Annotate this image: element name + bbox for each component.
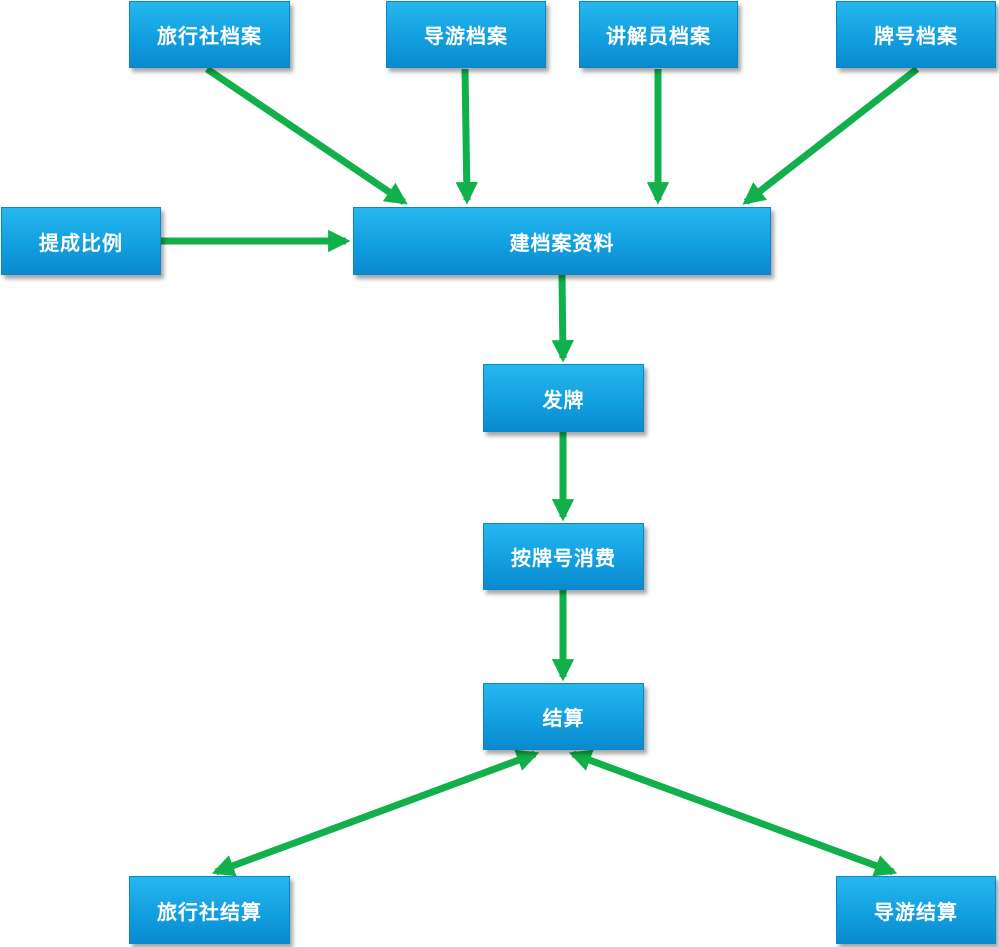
- node-commission-ratio: 提成比例: [1, 207, 161, 275]
- node-agency-settlement: 旅行社结算: [129, 876, 290, 944]
- node-guide-settlement: 导游结算: [836, 876, 996, 944]
- node-agency-archive: 旅行社档案: [129, 1, 290, 68]
- arrow-settle-agency-settlement: [211, 749, 540, 877]
- node-issue-plate: 发牌: [483, 364, 644, 432]
- arrow-build-to-issue: [551, 274, 574, 363]
- node-narrator-archive: 讲解员档案: [579, 1, 738, 68]
- arrow-guide-to-build: [455, 68, 478, 205]
- arrow-agency-to-build: [205, 66, 408, 205]
- node-consume-by-plate: 按牌号消费: [483, 523, 644, 590]
- arrow-plate-to-build: [742, 66, 920, 205]
- arrow-settle-guide-settlement: [568, 749, 898, 877]
- node-plate-archive: 牌号档案: [836, 1, 996, 68]
- node-guide-archive: 导游档案: [386, 1, 546, 68]
- node-settlement: 结算: [483, 683, 644, 750]
- node-build-archive: 建档案资料: [353, 207, 771, 275]
